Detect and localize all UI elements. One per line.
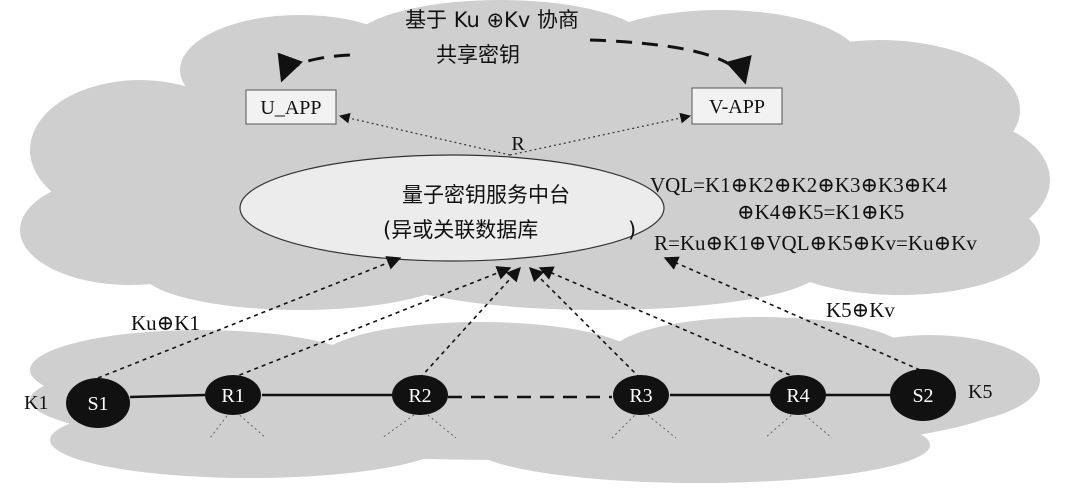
upper-cloud	[20, 0, 1050, 310]
node-s1-label: S1	[87, 393, 108, 415]
formula-line1: VQL=K1⊕K2⊕K2⊕K3⊕K3⊕K4	[650, 173, 947, 197]
node-r4[interactable]: R4	[770, 375, 826, 415]
relay-line-right	[509, 112, 692, 156]
lower-cloud	[30, 317, 1040, 483]
platform-title: 量子密钥服务中台	[402, 183, 570, 207]
negotiation-arrow-right	[589, 38, 752, 85]
node-s1[interactable]: S1	[66, 378, 130, 428]
key-service-platform[interactable]	[239, 154, 665, 262]
node-r1[interactable]: R1	[205, 375, 261, 415]
relay-line-left	[338, 112, 511, 156]
edge-label-left: Ku⊕K1	[131, 311, 200, 335]
link-s1-r1	[129, 393, 206, 399]
arrow-r1-center	[231, 266, 512, 379]
u-app-box[interactable]: U_APP	[245, 89, 337, 125]
key-label-k5: K5	[968, 381, 992, 403]
arrow-r3-center	[528, 266, 641, 379]
formula-line3: R=Ku⊕K1⊕VQL⊕K5⊕Kv=Ku⊕Kv	[654, 231, 977, 255]
v-app-box[interactable]: V-APP	[691, 87, 783, 125]
negotiation-label-line1: 基于 Ku ⊕Kv 协商	[405, 8, 579, 32]
node-r2-label: R2	[408, 385, 431, 407]
upload-arrows	[97, 256, 921, 379]
links	[129, 393, 890, 399]
node-r2[interactable]: R2	[392, 375, 448, 415]
node-r3-label: R3	[629, 385, 652, 407]
node-stubs	[209, 411, 833, 439]
node-s2-label: S2	[912, 385, 933, 407]
node-r4-label: R4	[786, 385, 809, 407]
edge-label-right: K5⊕Kv	[826, 298, 895, 322]
relay-label: R	[511, 133, 525, 155]
key-label-k1: K1	[24, 392, 48, 414]
negotiation-label-line2: 共享密钥	[436, 43, 520, 67]
arrow-s2-center	[663, 256, 921, 371]
node-r3[interactable]: R3	[613, 375, 669, 415]
platform-subtitle: (异或关联数据库	[383, 218, 538, 242]
negotiation-arrow	[277, 52, 351, 83]
arrow-s1-center	[97, 256, 402, 379]
u-app-label: U_APP	[260, 97, 321, 119]
formula-line2: ⊕K4⊕K5=K1⊕K5	[737, 200, 904, 224]
arrow-r4-center	[538, 266, 798, 379]
node-s2[interactable]: S2	[890, 369, 956, 421]
platform-subtitle-close: )	[628, 218, 636, 242]
arrow-r2-center	[419, 266, 521, 379]
node-r1-label: R1	[221, 385, 244, 407]
v-app-label: V-APP	[709, 96, 765, 118]
